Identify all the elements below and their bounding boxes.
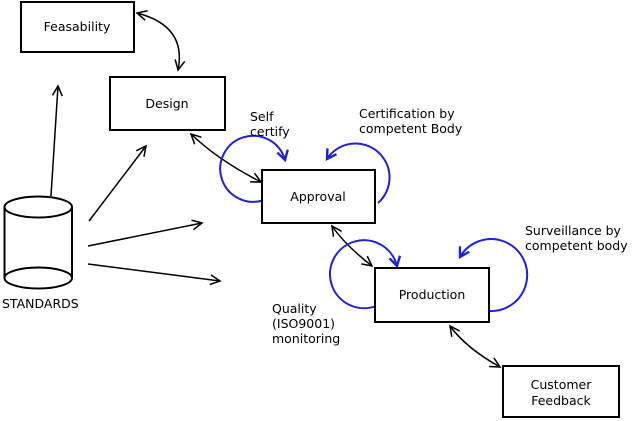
- arrow-standards-feasability: [50, 86, 58, 197]
- cylinder-top-ellipse: [3, 195, 73, 219]
- node-feasability: Feasability: [20, 1, 135, 53]
- arrow-standards-design: [88, 146, 146, 222]
- arrow-standards-approval: [87, 223, 202, 247]
- blue-annotations: Self certify Certification by competent …: [250, 106, 628, 346]
- feasability-label: Feasability: [44, 19, 111, 34]
- annotation-certification-line1: Certification by: [359, 106, 455, 121]
- annotation-quality-line1: Quality: [272, 301, 317, 316]
- annotation-self-certify-line1: Self: [250, 109, 274, 124]
- node-production: Production: [374, 267, 490, 323]
- loop-surveillance: [460, 238, 529, 313]
- black-arrows: [50, 13, 500, 367]
- approval-box: [261, 169, 376, 224]
- customer-feedback-label-line2: Feedback: [531, 393, 591, 408]
- arrow-design-approval: [191, 134, 261, 182]
- node-approval: Approval: [261, 169, 376, 224]
- design-label: Design: [145, 96, 188, 111]
- customer-feedback-label-line1: Customer: [531, 377, 593, 392]
- loop-self-certify: [219, 134, 285, 203]
- arrow-production-customer-feedback: [450, 326, 500, 367]
- arrow-feasability-design: [137, 13, 179, 70]
- arrow-approval-production: [332, 226, 372, 266]
- loop-quality-monitoring: [329, 239, 397, 310]
- production-label: Production: [399, 287, 466, 302]
- feasability-box: [20, 1, 135, 53]
- cylinder-bottom-ellipse: [3, 266, 73, 290]
- customer-feedback-box: [502, 365, 620, 418]
- approval-label: Approval: [290, 189, 345, 204]
- annotation-quality-line2: (ISO9001): [272, 316, 335, 331]
- arrow-standards-production: [87, 263, 220, 281]
- annotation-self-certify-line2: certify: [250, 124, 290, 139]
- node-design: Design: [109, 76, 226, 131]
- design-box: [109, 76, 226, 131]
- annotation-surveillance-line1: Surveillance by: [525, 223, 622, 238]
- node-customer-feedback: Customer Feedback: [502, 365, 620, 418]
- loop-certification: [327, 142, 391, 204]
- blue-self-loops: [219, 134, 529, 313]
- standards-datastore: [3, 195, 73, 290]
- annotation-quality-line3: monitoring: [272, 331, 340, 346]
- annotation-surveillance-line2: competent body: [525, 238, 628, 253]
- standards-label: STANDARDS: [2, 296, 79, 311]
- annotation-certification-line2: competent Body: [359, 121, 463, 136]
- production-box: [374, 267, 490, 323]
